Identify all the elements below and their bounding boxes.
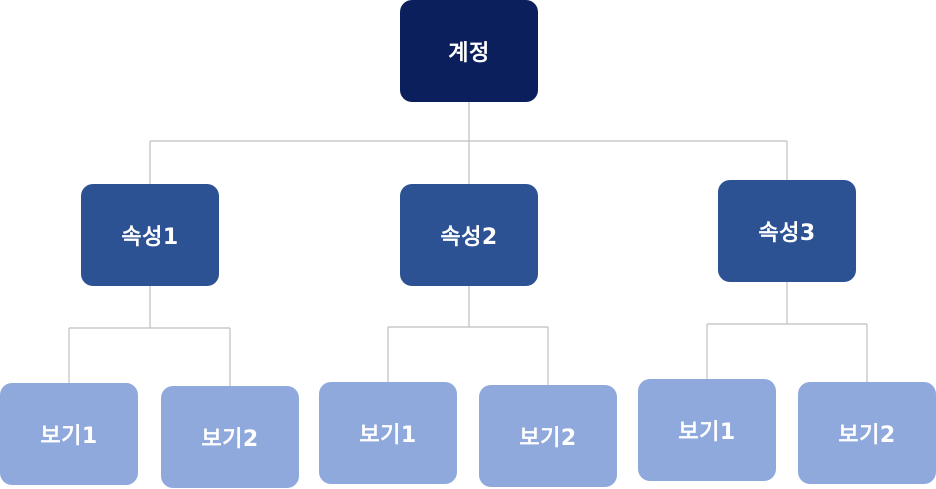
view-node-1-2: 보기2 xyxy=(161,386,299,488)
view-node-label: 보기1 xyxy=(678,420,736,445)
root-node-label: 계정 xyxy=(448,41,490,66)
attribute-node-2: 속성2 xyxy=(400,184,538,286)
view-node-label: 보기2 xyxy=(519,426,577,451)
view-node-label: 보기2 xyxy=(201,427,259,452)
view-node-3-2: 보기2 xyxy=(798,382,936,484)
attribute-node-label: 속성1 xyxy=(121,225,179,250)
view-node-label: 보기1 xyxy=(40,424,98,449)
attribute-node-label: 속성3 xyxy=(758,221,816,246)
attribute-node-1: 속성1 xyxy=(81,184,219,286)
view-node-1-1: 보기1 xyxy=(0,383,138,485)
view-node-3-1: 보기1 xyxy=(638,379,776,481)
view-node-label: 보기2 xyxy=(838,423,896,448)
attribute-node-3: 속성3 xyxy=(718,180,856,282)
view-node-2-2: 보기2 xyxy=(479,385,617,487)
root-node: 계정 xyxy=(400,0,538,102)
view-node-2-1: 보기1 xyxy=(319,382,457,484)
view-node-label: 보기1 xyxy=(359,423,417,448)
attribute-node-label: 속성2 xyxy=(440,225,498,250)
